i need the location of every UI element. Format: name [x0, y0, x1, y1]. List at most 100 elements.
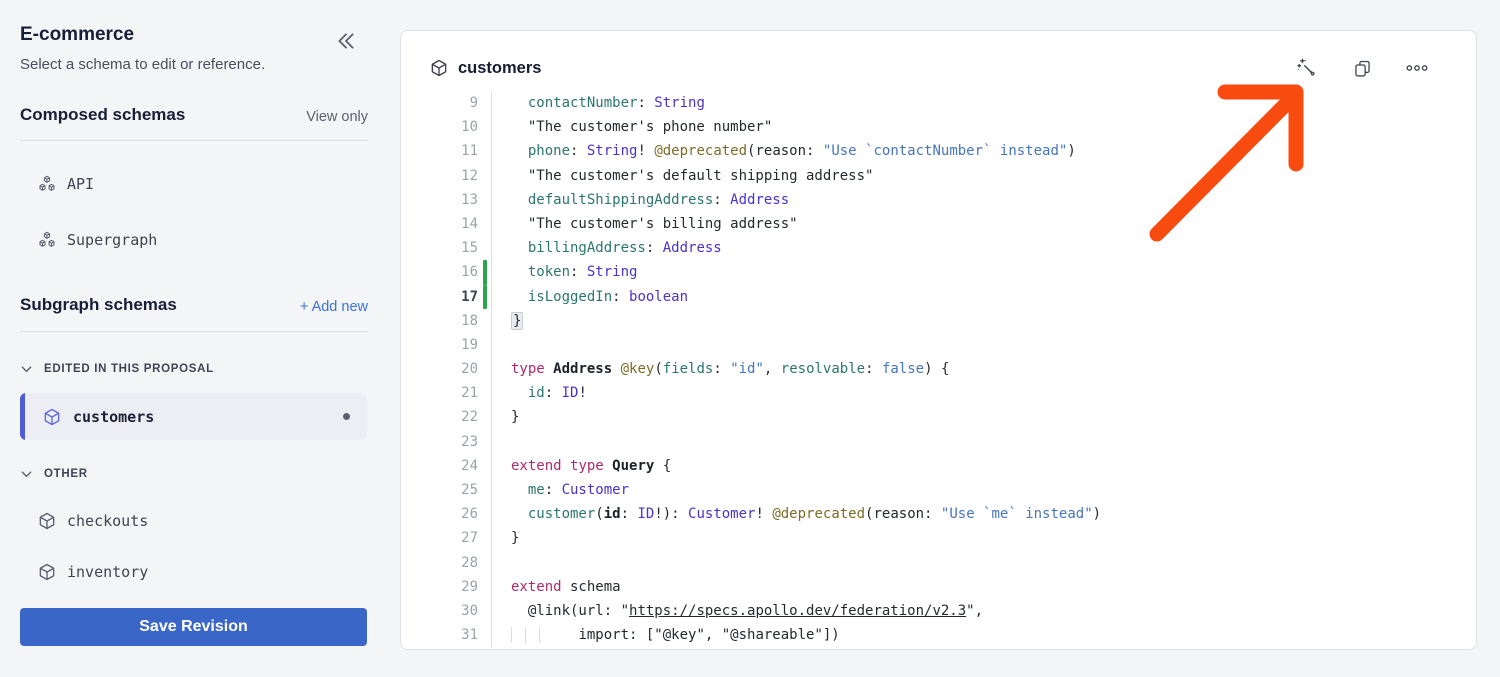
sidebar-item-label: checkouts: [67, 512, 149, 530]
sidebar-item-inventory[interactable]: inventory: [20, 558, 368, 586]
code-text: isLoggedIn: boolean: [491, 284, 1476, 309]
line-number: 20: [461, 361, 478, 378]
code-text: }: [491, 308, 1476, 333]
code-text: "The customer's default shipping address…: [491, 163, 1476, 188]
code-text: contactNumber: String: [491, 91, 1476, 116]
line-number: 17: [401, 284, 491, 309]
schema-sidebar: E-commerce Select a schema to edit or re…: [0, 0, 388, 677]
sidebar-subtitle: Select a schema to edit or reference.: [20, 56, 266, 73]
code-line[interactable]: 29 extend schema: [401, 574, 1476, 599]
more-options-button[interactable]: [1406, 57, 1428, 79]
code-line[interactable]: 11 phone: String! @deprecated(reason: "U…: [401, 139, 1476, 164]
code-text: billingAddress: Address: [491, 236, 1476, 261]
code-text: [491, 550, 1476, 575]
code-line[interactable]: 23: [401, 429, 1476, 454]
code-text: type Address @key(fields: "id", resolvab…: [491, 357, 1476, 382]
line-number: 23: [461, 433, 478, 450]
line-number: 26: [461, 506, 478, 523]
line-number: 21: [461, 385, 478, 402]
cube-icon: [42, 407, 62, 427]
code-line[interactable]: 28: [401, 550, 1476, 575]
code-line[interactable]: 21 id: ID!: [401, 381, 1476, 406]
double-chevron-left-icon: [335, 30, 357, 52]
supergraph-icon: [37, 174, 57, 194]
code-text: @link(url: "https://specs.apollo.dev/fed…: [491, 598, 1476, 624]
line-number: 27: [461, 530, 478, 547]
code-text: }: [491, 405, 1476, 430]
view-only-label: View only: [306, 109, 368, 125]
cube-icon: [37, 511, 57, 531]
code-line[interactable]: 16 token: String: [401, 260, 1476, 285]
selected-indicator-bar: [20, 393, 25, 440]
cube-icon: [37, 562, 57, 582]
code-text: extend schema: [491, 574, 1476, 599]
code-line[interactable]: 9 contactNumber: String: [401, 91, 1476, 116]
code-line[interactable]: 12 "The customer's default shipping addr…: [401, 163, 1476, 188]
code-line[interactable]: 15 billingAddress: Address: [401, 236, 1476, 261]
code-line[interactable]: 31 import: ["@key", "@shareable"]): [401, 623, 1476, 648]
code-line[interactable]: 13 defaultShippingAddress: Address: [401, 187, 1476, 212]
add-new-link[interactable]: + Add new: [299, 299, 368, 315]
code-line[interactable]: 10 "The customer's phone number": [401, 115, 1476, 140]
chevron-down-icon: [20, 468, 33, 481]
code-text: id: ID!: [491, 381, 1476, 406]
line-number: 11: [461, 143, 478, 160]
code-line[interactable]: 17 isLoggedIn: boolean: [401, 284, 1476, 309]
code-text: [491, 332, 1476, 358]
line-number: 29: [461, 578, 478, 595]
code-text: defaultShippingAddress: Address: [491, 187, 1476, 212]
magic-wand-icon: [1296, 57, 1318, 79]
code-line[interactable]: 26 customer(id: ID!): Customer! @depreca…: [401, 502, 1476, 527]
code-line[interactable]: 27}: [401, 526, 1476, 551]
group-other[interactable]: OTHER: [20, 465, 368, 483]
prettify-button[interactable]: [1296, 57, 1318, 79]
code-text: customer(id: ID!): Customer! @deprecated…: [491, 502, 1476, 527]
group-edited-in-proposal[interactable]: EDITED IN THIS PROPOSAL: [20, 360, 368, 378]
code-line[interactable]: 14 "The customer's billing address": [401, 211, 1476, 237]
sidebar-item-customers[interactable]: customers: [20, 393, 367, 440]
copy-schema-button[interactable]: [1351, 57, 1373, 79]
code-line[interactable]: 18}: [401, 308, 1476, 333]
line-number: 9: [469, 95, 478, 111]
composed-schemas-heading: Composed schemas: [20, 105, 186, 124]
unsaved-changes-dot: [343, 413, 350, 420]
code-line[interactable]: 25 me: Customer: [401, 478, 1476, 503]
line-number: 19: [461, 336, 478, 353]
code-text: "The customer's phone number": [491, 115, 1476, 140]
sidebar-item-label: inventory: [67, 563, 149, 581]
line-number: 22: [461, 409, 478, 426]
code-text: import: ["@key", "@shareable"]): [491, 623, 1476, 648]
line-number: 14: [461, 215, 478, 232]
sidebar-item-supergraph[interactable]: Supergraph: [20, 226, 368, 254]
sidebar-item-checkouts[interactable]: checkouts: [20, 507, 368, 535]
code-line[interactable]: 20 type Address @key(fields: "id", resolv…: [401, 357, 1476, 382]
editor-title: customers: [458, 58, 542, 77]
code-text: }: [491, 526, 1476, 551]
line-number: 13: [461, 191, 478, 208]
subgraph-schemas-heading: Subgraph schemas: [20, 295, 177, 314]
line-number: 16: [401, 260, 491, 285]
code-line[interactable]: 22}: [401, 405, 1476, 430]
divider: [20, 140, 368, 141]
line-number: 30: [461, 602, 478, 619]
code-text: phone: String! @deprecated(reason: "Use …: [491, 139, 1476, 164]
chevron-down-icon: [20, 363, 33, 376]
code-line[interactable]: 30 @link(url: "https://specs.apollo.dev/…: [401, 598, 1476, 624]
sidebar-item-api[interactable]: API: [20, 170, 368, 198]
code-text: token: String: [491, 260, 1476, 285]
changed-line-indicator: [483, 284, 487, 309]
sidebar-title: E-commerce: [20, 24, 135, 45]
group-label: EDITED IN THIS PROPOSAL: [44, 363, 214, 375]
code-text: "The customer's billing address": [491, 211, 1476, 237]
save-revision-button[interactable]: Save Revision: [20, 608, 367, 646]
cube-icon: [429, 58, 449, 78]
code-text: me: Customer: [491, 478, 1476, 503]
collapse-sidebar-button[interactable]: [333, 28, 359, 54]
code-line[interactable]: 19: [401, 332, 1476, 358]
line-number: 15: [461, 240, 478, 257]
supergraph-icon: [37, 230, 57, 250]
line-number: 25: [461, 482, 478, 498]
